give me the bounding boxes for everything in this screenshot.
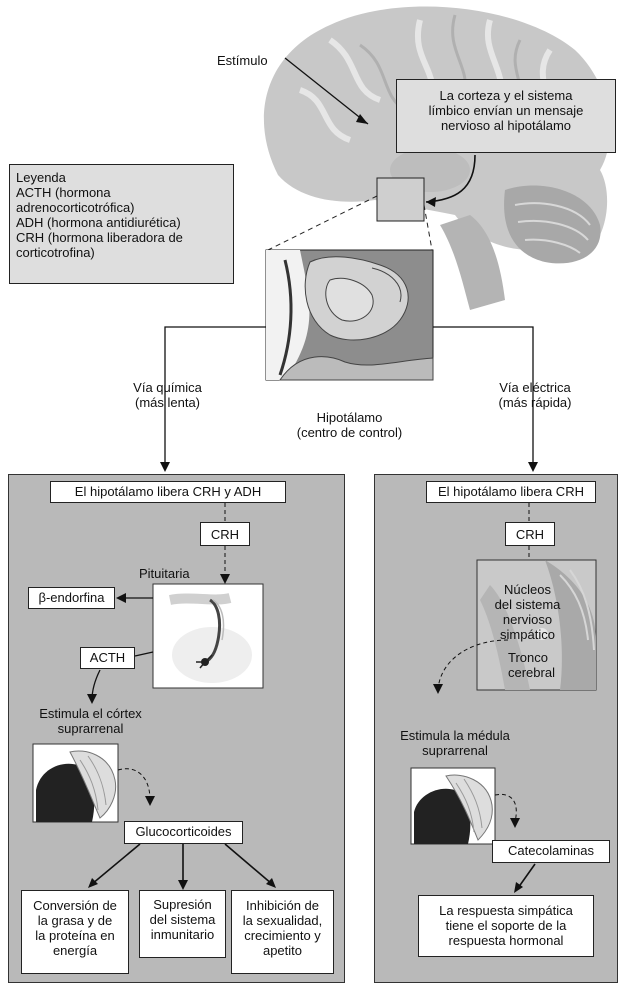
effect-growth-box: Inhibición de la sexualidad, crecimiento… [231,890,334,974]
beta-endorphin-box: β-endorfina [28,587,115,609]
glucocorticoids-box: Glucocorticoides [124,821,243,844]
effect-energy-box: Conversión de la grasa y de la proteína … [21,890,129,974]
right-header-box: El hipotálamo libera CRH [426,481,596,503]
left-crh-box: CRH [200,522,250,546]
legend-box: Leyenda ACTH (hormona adrenocorticotrófi… [9,164,234,284]
catecholamines-box: Catecolaminas [492,840,610,863]
electrical-path-label: Vía eléctrica (más rápida) [498,380,572,410]
stimulates-medulla-label: Estimula la médula suprarrenal [400,728,510,758]
chemical-path-label: Vía química (más lenta) [133,380,202,410]
pituitary-label: Pituitaria [139,566,190,581]
effect-immune-box: Supresión del sistema inmunitario [139,890,226,958]
response-box: La respuesta simpática tiene el soporte … [418,895,594,957]
hypothalamus-label: Hipotálamo (centro de control) [296,410,403,440]
brainstem-label: Tronco cerebral [508,650,555,680]
cortex-message-box: La corteza y el sistema límbico envían u… [396,79,616,153]
stimulus-label: Estímulo [217,53,268,68]
right-crh-box: CRH [505,522,555,546]
left-header-box: El hipotálamo libera CRH y ADH [50,481,286,503]
sympathetic-nuclei-label: Núcleos del sistema nervioso simpático [494,582,561,642]
acth-box: ACTH [80,647,135,669]
stimulates-cortex-label: Estimula el córtex suprarrenal [39,706,142,736]
